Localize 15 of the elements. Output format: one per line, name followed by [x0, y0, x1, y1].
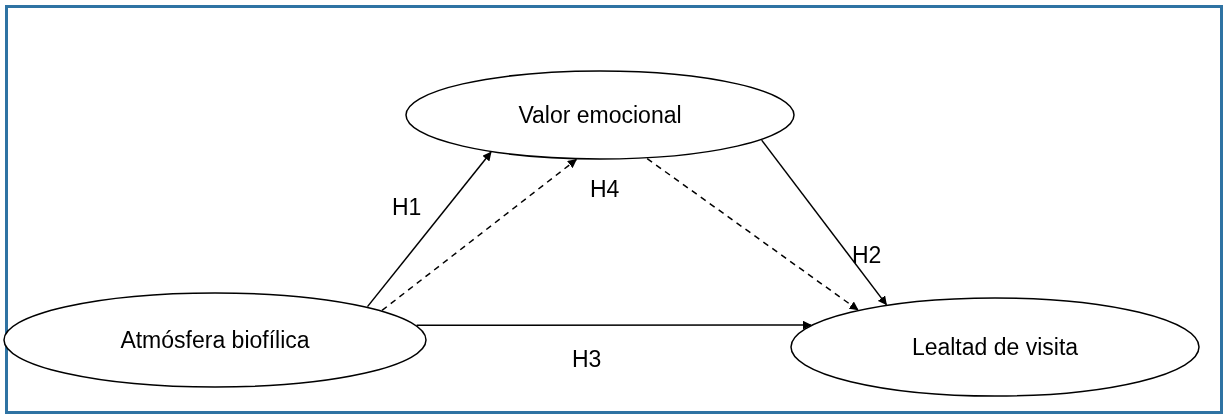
node-label: Valor emocional [518, 100, 682, 130]
arrow [760, 139, 888, 306]
dashed-arrow [646, 157, 859, 311]
node-label: Atmósfera biofílica [120, 325, 310, 355]
edge-label: H2 [852, 241, 882, 270]
edge-label: H3 [572, 345, 602, 374]
ellipse-node [3, 292, 427, 388]
arrow [415, 320, 812, 330]
dashed-arrow [381, 158, 577, 312]
hypothesis-label: H4 [590, 175, 620, 204]
arrow [366, 151, 492, 308]
node-label: Lealtad de visita [911, 332, 1079, 362]
ellipse-node [405, 70, 795, 160]
edge-label: H1 [392, 193, 422, 222]
ellipse-node [790, 297, 1200, 397]
